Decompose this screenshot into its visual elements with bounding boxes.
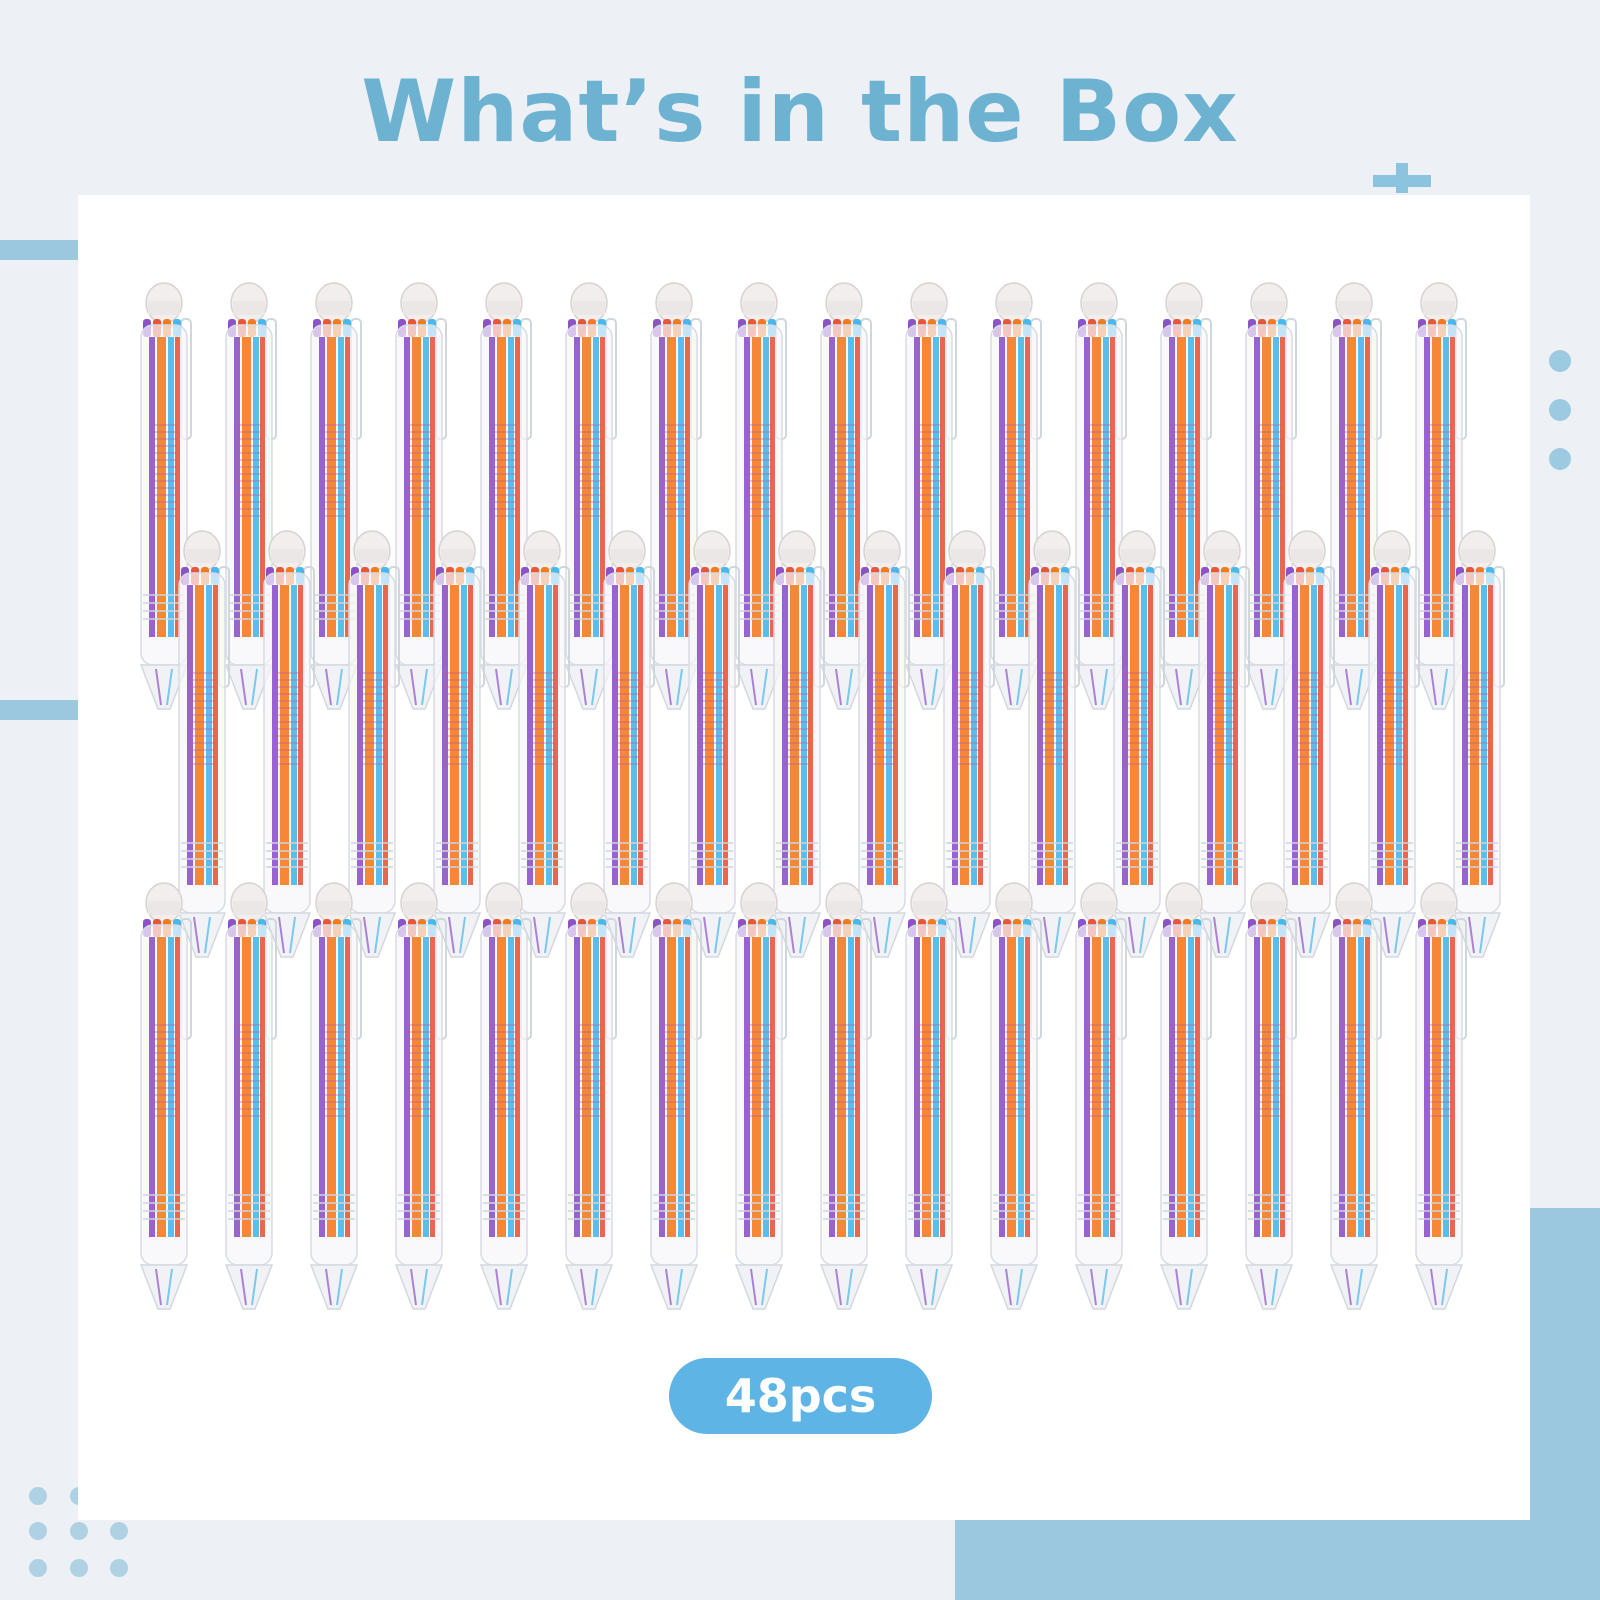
pen [989,282,1042,710]
quantity-badge: 48pcs [669,1358,932,1434]
pen [649,282,702,710]
pen [1159,882,1212,1310]
pen [262,530,315,958]
pen [1112,530,1165,958]
pen [224,882,277,1310]
pen [649,882,702,1310]
pen [819,882,872,1310]
pen [772,530,825,958]
pen [177,530,230,958]
pen [904,882,957,1310]
pen [989,882,1042,1310]
pen [1244,882,1297,1310]
pen [1414,282,1467,710]
pen [734,282,787,710]
pen [1329,282,1382,710]
decor-bar-left-top [0,240,78,260]
plus-icon [1373,163,1431,193]
pen [347,530,400,958]
page-title: What’s in the Box [361,62,1239,162]
pen [479,282,532,710]
pen [819,282,872,710]
pen [309,282,362,710]
pen [224,282,277,710]
pen [139,282,192,710]
pen [1329,882,1382,1310]
pen [1159,282,1212,710]
pen [564,882,617,1310]
pen [1197,530,1250,958]
pen [1367,530,1420,958]
pen [857,530,910,958]
pen [394,882,447,1310]
pen [1282,530,1335,958]
pen [687,530,740,958]
pen [517,530,570,958]
pen [734,882,787,1310]
pen [904,282,957,710]
pen [1414,882,1467,1310]
pen [394,282,447,710]
pen [1074,282,1127,710]
decor-bar-left-bottom [0,700,78,720]
pen [564,282,617,710]
pen [432,530,485,958]
pen [1027,530,1080,958]
pen [1244,282,1297,710]
pen [139,882,192,1310]
pen [479,882,532,1310]
pen [1074,882,1127,1310]
pen [942,530,995,958]
pen [602,530,655,958]
pen [309,882,362,1310]
decor-block-bottom-right-horizontal [955,1520,1600,1600]
pen [1452,530,1505,958]
